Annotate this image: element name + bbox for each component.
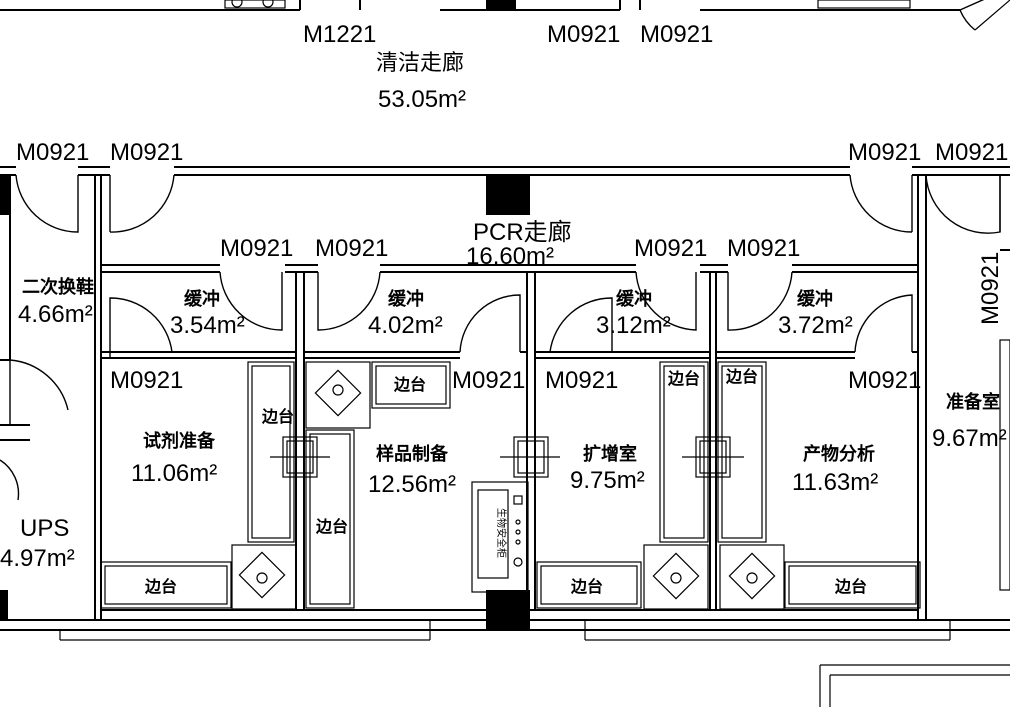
bench-label: 边台 bbox=[393, 375, 426, 394]
door-label: M0921 bbox=[848, 139, 921, 166]
bench-label: 边台 bbox=[315, 517, 348, 536]
pass-boxes bbox=[270, 436, 744, 478]
door-label: M0921 bbox=[935, 139, 1008, 166]
door-label: M0921 bbox=[110, 139, 183, 166]
room-area: 9.75m² bbox=[570, 467, 645, 494]
room-area: 11.06m² bbox=[131, 460, 217, 487]
room-area: 9.67m² bbox=[932, 425, 1007, 452]
room-name: 二次换鞋 bbox=[22, 276, 94, 298]
door-label: M0921 bbox=[977, 252, 1004, 325]
bench-label: 边台 bbox=[261, 407, 294, 426]
room-name: 缓冲 bbox=[184, 288, 220, 310]
door-label: M0921 bbox=[315, 235, 388, 262]
door-swings bbox=[109, 175, 1001, 358]
bench-label: 边台 bbox=[144, 577, 177, 596]
door-label: M0921 bbox=[727, 235, 800, 262]
room-area: 4.66m² bbox=[18, 301, 93, 328]
biosafety-cabinet-label: 生物安全柜 bbox=[495, 508, 508, 558]
room-area: 3.54m² bbox=[170, 312, 245, 339]
bench-label: 边台 bbox=[834, 577, 867, 596]
door-label: M0921 bbox=[110, 367, 183, 394]
door-label: M0921 bbox=[848, 367, 921, 394]
room-name: 缓冲 bbox=[797, 288, 833, 310]
pass-box-icon bbox=[270, 436, 330, 478]
bench-label: 边台 bbox=[725, 367, 758, 386]
room-area: 3.72m² bbox=[778, 312, 853, 339]
left-rooms bbox=[0, 174, 79, 620]
room-name: 产物分析 bbox=[803, 443, 875, 465]
room-area: 16.60m² bbox=[466, 243, 554, 270]
door-label: M1221 bbox=[303, 21, 376, 48]
room-name: 试剂准备 bbox=[143, 430, 216, 452]
pass-box-icon bbox=[682, 436, 744, 478]
door-label: M0921 bbox=[545, 367, 618, 394]
top-fixtures bbox=[0, 0, 1010, 31]
room-name: 扩增室 bbox=[583, 443, 637, 465]
door-label: M0921 bbox=[640, 21, 713, 48]
door-label: M0921 bbox=[452, 367, 525, 394]
room-name: 准备室 bbox=[946, 391, 1000, 413]
room-area: 12.56m² bbox=[368, 471, 456, 498]
room-area: 11.63m² bbox=[792, 469, 878, 496]
sink-icon bbox=[643, 544, 709, 610]
pcr-corridor bbox=[101, 174, 1001, 273]
room-area: 4.97m² bbox=[0, 545, 75, 572]
biosafety-cabinet bbox=[471, 481, 529, 593]
room-area: 4.02m² bbox=[368, 312, 443, 339]
bench-label: 边台 bbox=[570, 577, 603, 596]
room-name: UPS bbox=[20, 515, 69, 542]
door-label: M0921 bbox=[634, 235, 707, 262]
door-label: M0921 bbox=[547, 21, 620, 48]
sink-icon bbox=[719, 544, 785, 610]
right-room bbox=[819, 249, 1010, 707]
benches bbox=[100, 361, 921, 609]
sinks bbox=[231, 361, 785, 610]
pass-box-icon bbox=[500, 436, 560, 478]
door-label: M0921 bbox=[220, 235, 293, 262]
room-name: 清洁走廊 bbox=[376, 51, 464, 76]
room-name: 缓冲 bbox=[388, 288, 424, 310]
door-label: M0921 bbox=[16, 139, 89, 166]
sink-icon bbox=[305, 361, 371, 429]
room-name: 缓冲 bbox=[616, 288, 652, 310]
room-area: 53.05m² bbox=[378, 86, 466, 113]
sink-icon bbox=[231, 544, 297, 610]
room-area: 3.12m² bbox=[596, 312, 671, 339]
room-name: 样品制备 bbox=[376, 443, 449, 465]
bench-label: 边台 bbox=[667, 369, 700, 388]
room-name: PCR走廊 bbox=[473, 219, 572, 246]
